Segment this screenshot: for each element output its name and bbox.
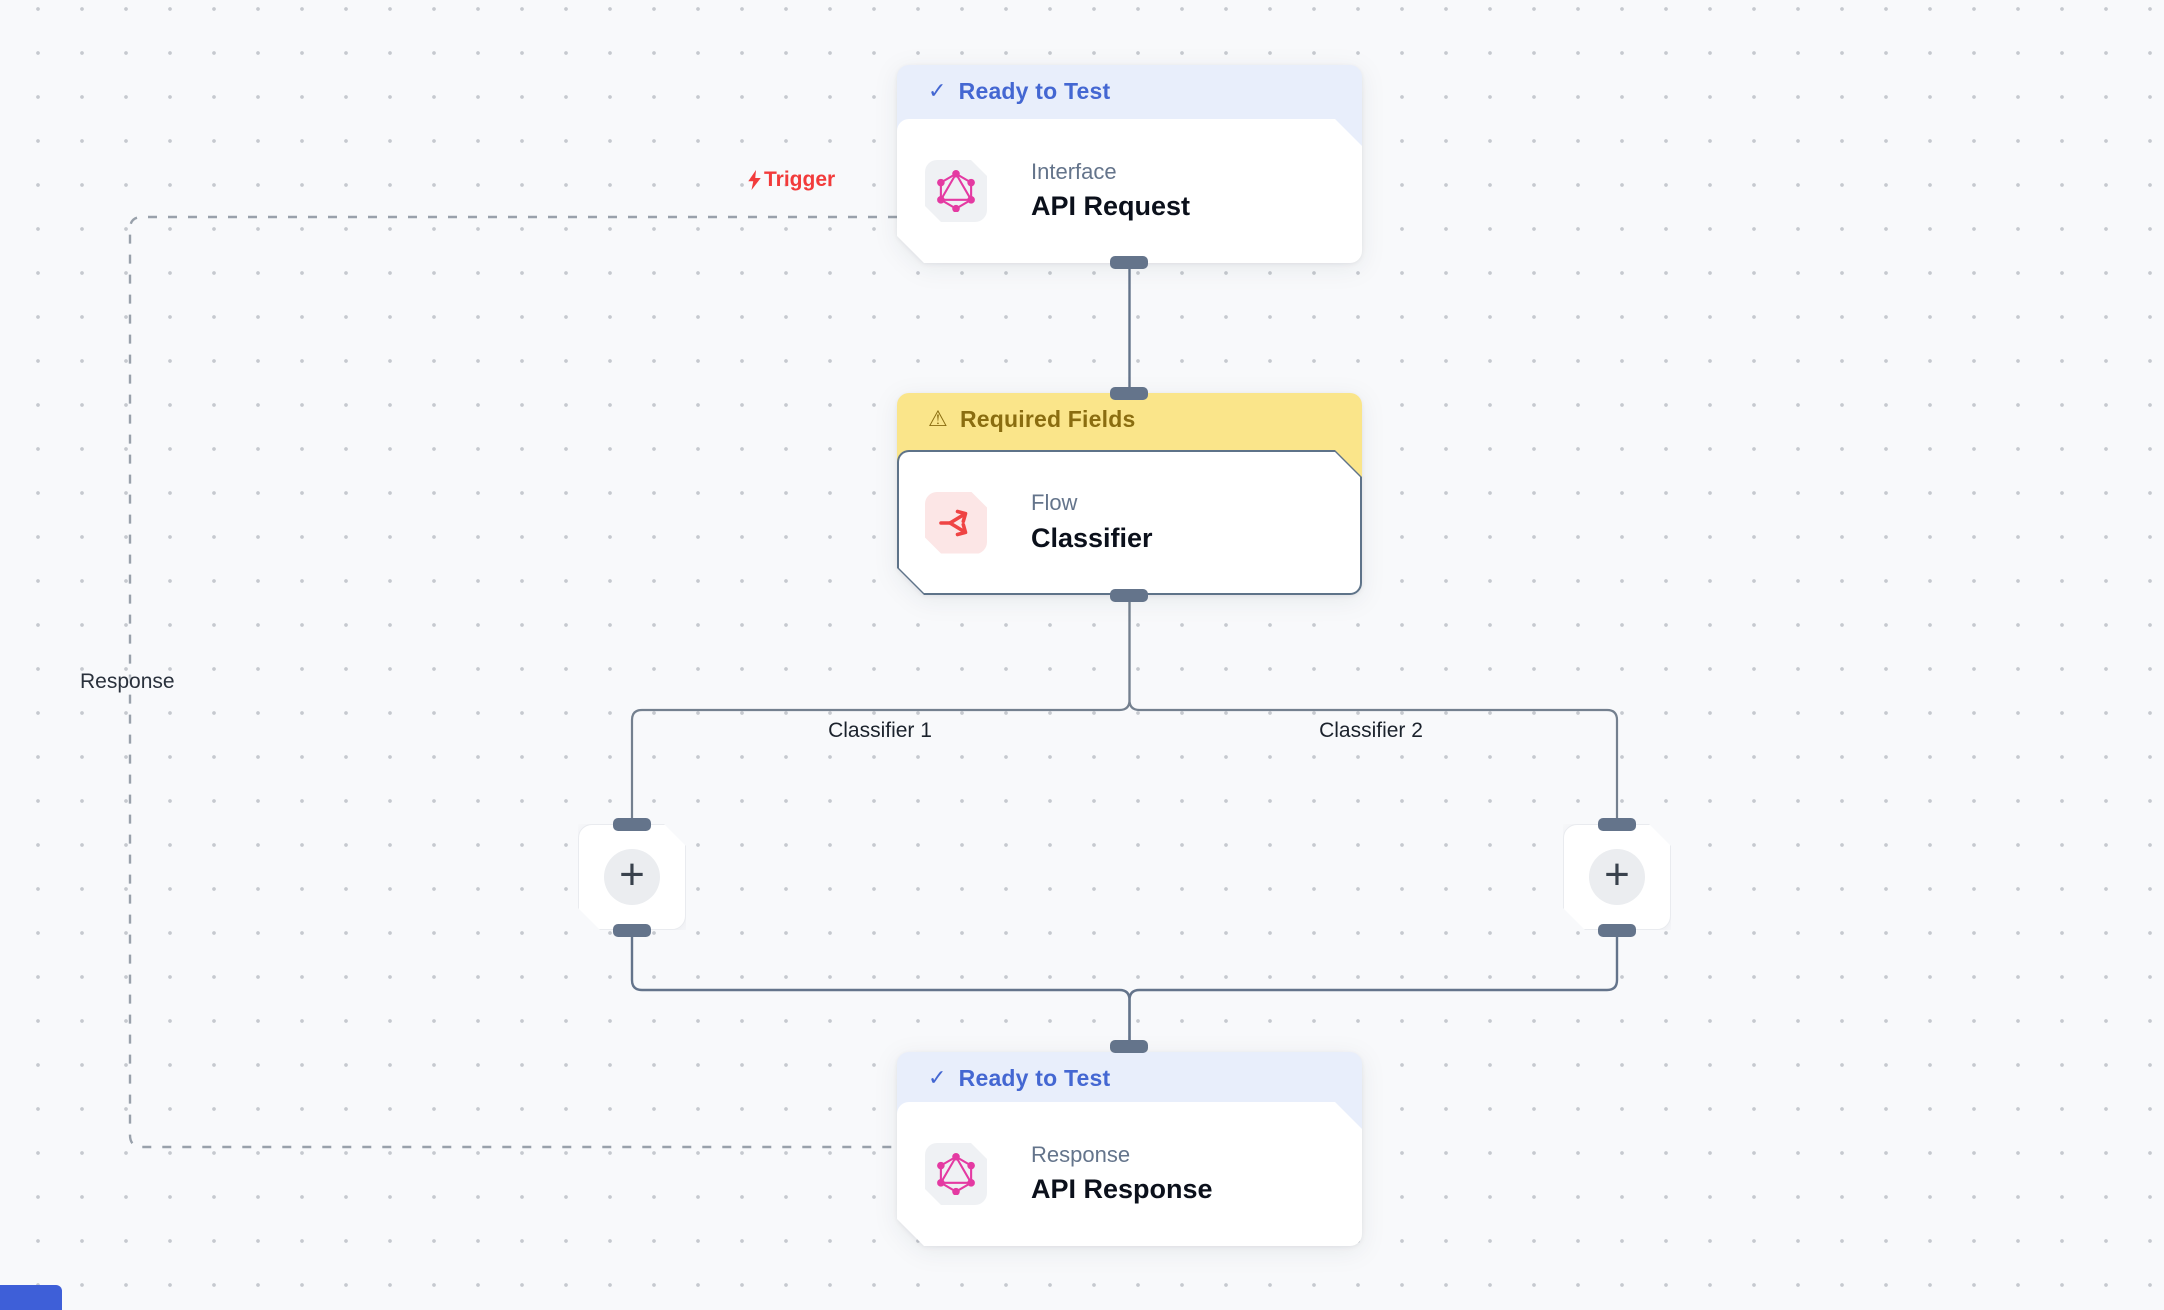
node-api-request[interactable]: ✓ Ready to Test Interface API Req <box>897 65 1362 263</box>
lightning-bolt-icon <box>748 170 761 190</box>
plus-icon: + <box>604 849 660 905</box>
connector-handle[interactable] <box>1110 1040 1148 1053</box>
branch-label-classifier-2: Classifier 2 <box>1319 719 1423 742</box>
bottom-left-accent-bar <box>0 1285 62 1310</box>
edge-merge-right <box>1128 932 1619 1042</box>
connector-handle[interactable] <box>1598 924 1636 937</box>
connector-handle[interactable] <box>1110 589 1148 602</box>
graphql-icon <box>925 160 987 222</box>
node-classifier[interactable]: ⚠ Required Fields Flow <box>897 393 1362 595</box>
node-api-response[interactable]: ✓ Ready to Test Response API Resp <box>897 1052 1362 1246</box>
node-title: API Response <box>1031 1174 1213 1205</box>
split-arrow-icon <box>925 492 987 554</box>
response-edge-label: Response <box>80 670 175 693</box>
connector-handle[interactable] <box>1110 387 1148 400</box>
warning-icon: ⚠ <box>928 406 948 431</box>
node-card[interactable]: Interface API Request <box>897 119 1362 263</box>
connector-handle[interactable] <box>613 924 651 937</box>
edge-branch-right <box>1128 597 1619 820</box>
status-badge-label: Ready to Test <box>958 1065 1111 1091</box>
connector-handle[interactable] <box>1598 818 1636 831</box>
branch-label-classifier-1: Classifier 1 <box>828 719 932 742</box>
status-badge-label: Ready to Test <box>958 78 1111 104</box>
plus-icon: + <box>1589 849 1645 905</box>
node-card[interactable]: Response API Response <box>897 1102 1362 1246</box>
edge-branch-left <box>630 597 1131 820</box>
node-category: Interface <box>1031 158 1117 184</box>
connector-handle[interactable] <box>613 818 651 831</box>
graphql-icon <box>925 1143 987 1205</box>
node-title: Classifier <box>1031 522 1153 553</box>
edge-response-loop <box>128 215 897 1149</box>
node-card-selected[interactable]: Flow Classifier <box>897 450 1362 595</box>
check-icon: ✓ <box>928 78 947 103</box>
node-category: Flow <box>1031 490 1078 516</box>
add-step-button-classifier-2[interactable]: + <box>1563 824 1671 930</box>
connector-handle[interactable] <box>1110 256 1148 269</box>
trigger-label: Trigger <box>747 168 835 192</box>
check-icon: ✓ <box>928 1065 947 1090</box>
node-title: API Request <box>1031 191 1191 222</box>
status-badge-label: Required Fields <box>959 406 1136 432</box>
edge-merge-left <box>630 932 1131 1042</box>
node-category: Response <box>1031 1141 1131 1167</box>
add-step-button-classifier-1[interactable]: + <box>578 824 686 930</box>
